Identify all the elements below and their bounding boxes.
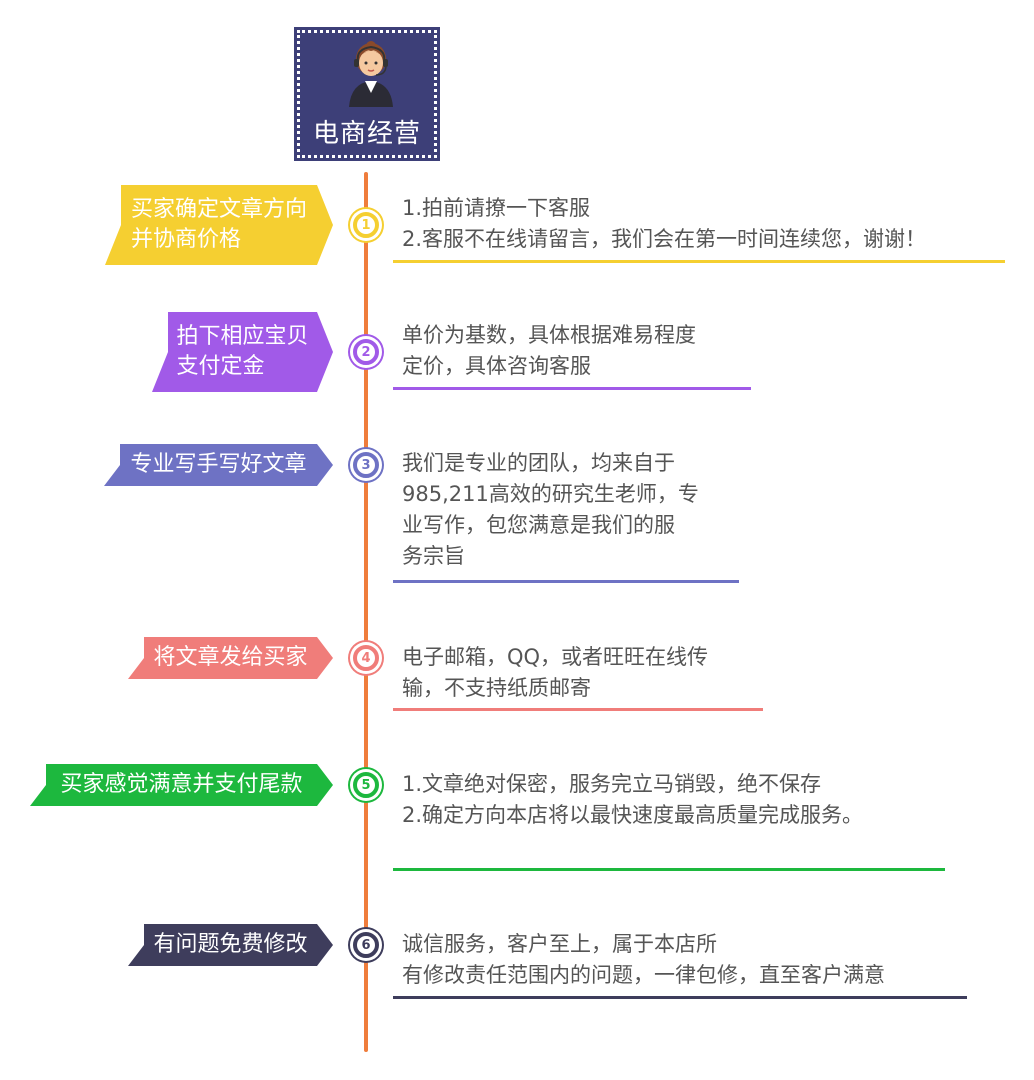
step-4-ribbon-shape [128,637,333,679]
step-6-ribbon-shape [128,924,333,966]
header-badge: 电商经营 [294,27,440,161]
step-4-label-tag: 将文章发给买家 [128,637,333,679]
step-2-label: 拍下相应宝贝支付定金 [166,322,318,382]
step-2-number-node: 2 [353,339,379,365]
step-5-label: 买家感觉满意并支付尾款 [50,770,312,800]
step-2-ribbon-shape [152,312,333,392]
step-number: 2 [361,344,371,360]
description-line: 有修改责任范围内的问题，一律包修，直至客户满意 [402,963,885,987]
step-label-line: 买家确定文章方向 [130,197,307,222]
description-line: 2.确定方向本店将以最快速度最高质量完成服务。 [402,803,864,827]
step-number: 1 [361,217,371,233]
timeline-line [364,172,368,1052]
step-label-line: 拍下相应宝贝 [176,324,309,349]
step-2-label-tag: 拍下相应宝贝支付定金 [152,312,333,392]
customer-service-avatar-icon [349,41,393,107]
description-line: 诚信服务，客户至上，属于本店所 [402,932,717,956]
step-6-label-tag: 有问题免费修改 [128,924,333,966]
step-2-description: 单价为基数，具体根据难易程度定价，具体咨询客服 [402,320,696,382]
step-label-line: 买家感觉满意并支付尾款 [60,772,303,797]
step-5-underline [393,868,945,871]
step-1-number-node: 1 [353,212,379,238]
step-1-label: 买家确定文章方向并协商价格 [121,195,317,255]
step-number: 3 [361,457,371,473]
step-5-description: 1.文章绝对保密，服务完立马销毁，绝不保存 2.确定方向本店将以最快速度最高质量完… [402,769,863,831]
description-line: 985,211高效的研究生老师，专 [402,482,699,506]
step-5-number-node: 5 [353,772,379,798]
step-4-number-node: 4 [353,645,379,671]
step-3-label: 专业写手写好文章 [120,450,316,480]
step-number: 4 [361,650,371,666]
step-5-label-tag: 买家感觉满意并支付尾款 [30,764,333,806]
step-6-description: 诚信服务，客户至上，属于本店所有修改责任范围内的问题，一律包修，直至客户满意 [402,929,885,991]
description-line: 定价，具体咨询客服 [402,354,591,378]
step-3-label-tag: 专业写手写好文章 [104,444,333,486]
step-label-line: 支付定金 [176,354,265,379]
step-6-number-node: 6 [353,932,379,958]
step-1-description: 1.拍前请撩一下客服 2.客服不在线请留言，我们会在第一时间连续您，谢谢！ [402,193,926,255]
step-3-underline [393,580,739,583]
description-line: 1.文章绝对保密，服务完立马销毁，绝不保存 [402,772,822,796]
description-line: 务宗旨 [402,544,465,568]
step-number: 5 [361,777,371,793]
description-line: 2.客服不在线请留言，我们会在第一时间连续您，谢谢！ [402,227,927,251]
step-3-description: 我们是专业的团队，均来自于 985,211高效的研究生老师，专业写作，包您满意是我… [402,448,699,572]
step-1-label-tag: 买家确定文章方向并协商价格 [105,185,333,265]
description-line: 输，不支持纸质邮寄 [402,676,591,700]
step-6-underline [393,996,967,999]
step-3-number-node: 3 [353,452,379,478]
header-title: 电商经营 [312,119,421,149]
step-label-line: 并协商价格 [130,227,241,252]
step-3-ribbon-shape [104,444,333,486]
step-2-underline [393,387,751,390]
step-label-line: 有问题免费修改 [153,932,308,957]
step-6-label: 有问题免费修改 [143,930,317,960]
description-line: 电子邮箱，QQ，或者旺旺在线传 [402,645,709,669]
step-label-line: 专业写手写好文章 [130,452,307,477]
step-5-ribbon-shape [30,764,333,806]
step-4-description: 电子邮箱，QQ，或者旺旺在线传输，不支持纸质邮寄 [402,642,708,704]
step-label-line: 将文章发给买家 [153,645,308,670]
description-line: 1.拍前请撩一下客服 [402,196,591,220]
step-4-label: 将文章发给买家 [143,643,317,673]
step-1-ribbon-shape [105,185,333,265]
step-1-underline [393,260,1005,263]
description-line: 单价为基数，具体根据难易程度 [402,323,696,347]
description-line: 业写作，包您满意是我们的服 [402,513,675,537]
step-4-underline [393,708,763,711]
description-line: 我们是专业的团队，均来自于 [402,451,675,475]
step-number: 6 [361,937,371,953]
